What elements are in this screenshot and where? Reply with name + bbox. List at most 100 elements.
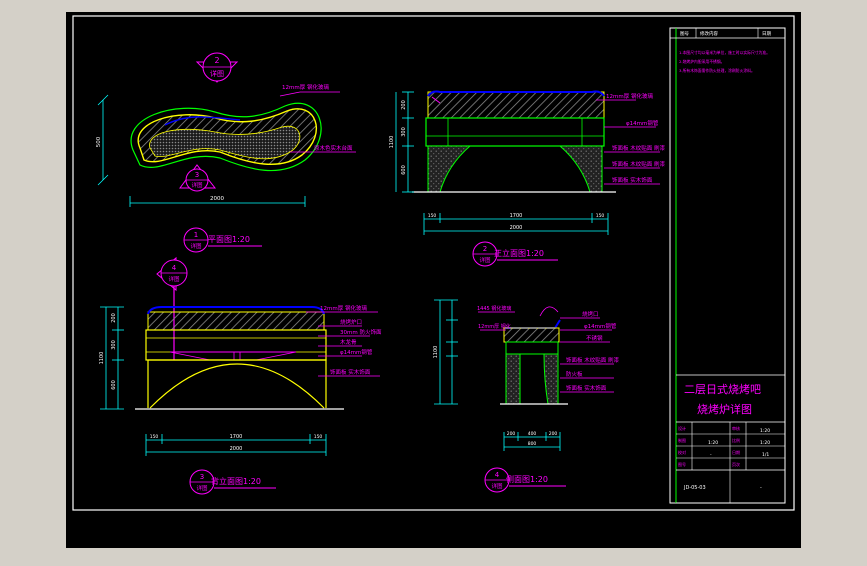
side-callout-1: 12mm厚 钢化: [478, 323, 511, 330]
tb-label-l2: 制图: [678, 437, 686, 443]
front-dim-inner: 1700: [510, 213, 523, 219]
back-glass-top: [147, 311, 325, 331]
side-note-top: 1445 钢化玻璃: [477, 305, 511, 312]
back-view-title: 3 详图 背立面图1:20: [189, 469, 276, 495]
front-view-title: 2 详图 正立面图1:20: [472, 241, 558, 267]
side-dim-a: 200: [507, 431, 516, 437]
tb-head-2: 修改内容: [700, 30, 718, 37]
side-dim-b: 400: [528, 431, 537, 437]
title-block[interactable]: 图号 修改内容 日期 1.本图尺寸均以毫米为单位，施工时以实际尺寸为准。 2.烧…: [670, 28, 785, 504]
front-cushion: [427, 90, 605, 97]
tb-label-r4: 页次: [732, 461, 740, 467]
back-callout-1: 12mm厚 钢化玻璃: [320, 304, 367, 312]
side-callout-3: φ14mm钢管: [584, 322, 617, 330]
back-arch: [147, 359, 327, 409]
plan-section-marker: 3 详图: [179, 164, 217, 192]
front-glass-top: [427, 91, 605, 119]
tb-head-1: 图号: [680, 31, 689, 37]
plan-section-sheet: 详图: [191, 181, 203, 189]
back-marker-num: 4: [172, 264, 177, 272]
front-dim-h2: 300: [401, 127, 407, 137]
side-callout-2: 烧烤口: [582, 310, 599, 318]
plan-dim-width: 2000: [210, 196, 224, 202]
plan-view-marker-top: 2 详图: [195, 52, 239, 83]
back-callout-6: 饰面板 实木饰面: [330, 368, 371, 376]
front-dim-h3: 600: [401, 165, 407, 175]
back-title-text: 背立面图1:20: [211, 476, 261, 486]
plan-dim-depth: 500: [96, 136, 102, 147]
side-view-title: 4 详图 侧面图1:20: [484, 467, 566, 493]
tb-label-l1: 设计: [678, 425, 686, 431]
front-dim-height: 1100: [389, 136, 395, 149]
back-dim-inner: 1700: [230, 434, 243, 440]
front-rail-band: [425, 117, 605, 147]
plan-title-sheet: 详图: [190, 242, 202, 250]
plan-section-num: 3: [195, 171, 199, 179]
plan-outer-outline: [130, 102, 322, 172]
back-dim-h1: 200: [111, 313, 117, 323]
front-callout-3: 饰面板 木纹贴面 刷漆: [612, 144, 665, 152]
side-view[interactable]: 1445 钢化玻璃 12mm厚 钢化 烧烤口 φ14mm钢管 不锈钢 饰面板 木…: [433, 299, 619, 493]
back-callout-5: φ14mm钢管: [340, 348, 373, 356]
tb-label-r3: 日期: [732, 449, 740, 455]
plan-callout-top: 原木色实木台面: [314, 144, 353, 152]
back-elevation-view[interactable]: 4 详图 12mm厚 钢化玻璃 烧烤炉口 30mm 防火饰面 木龙骨 φ14mm…: [99, 256, 382, 495]
front-dim-side-l: 150: [428, 213, 437, 219]
plan-grill-area: [149, 125, 301, 160]
tb-value-w2: 1:20: [760, 440, 770, 446]
front-elevation-view[interactable]: 12mm厚 钢化玻璃 φ14mm钢管 饰面板 木纹贴面 刷漆 饰面板 木纹贴面 …: [389, 90, 665, 267]
side-title-num: 4: [495, 471, 500, 479]
back-marker-sheet: 详图: [168, 275, 180, 283]
front-callout-4: 饰面板 实木饰面: [612, 176, 653, 184]
front-title-text: 正立面图1:20: [494, 248, 544, 258]
side-title-sheet: 详图: [491, 482, 503, 490]
plan-callout-glass: 12mm厚 钢化玻璃: [282, 83, 329, 91]
plan-view[interactable]: 2 详图 12mm厚 钢化玻璃 原木色实木台面 500 2000 3 详图: [96, 52, 356, 253]
back-callout-3: 30mm 防火饰面: [340, 328, 382, 336]
front-dim-side-r: 150: [596, 213, 605, 219]
front-callout-1: 12mm厚 钢化玻璃: [606, 92, 653, 100]
front-dim-h1: 200: [401, 100, 407, 110]
front-dim-total: 2000: [510, 225, 523, 231]
side-callout-5: 饰面板 木纹贴面 刷漆: [566, 356, 619, 364]
back-callout-4: 木龙骨: [340, 338, 357, 346]
side-dim-height: 1100: [433, 346, 439, 359]
tb-value-w1: 1:20: [760, 428, 770, 434]
side-title-text: 侧面图1:20: [506, 474, 548, 484]
side-rail: [503, 327, 560, 343]
tb-label-r2: 比例: [732, 437, 740, 443]
tb-label-l4: 图号: [678, 461, 686, 467]
back-dim-h2: 300: [111, 340, 117, 350]
side-leg-left: [505, 353, 521, 405]
plan-title-num: 1: [194, 231, 198, 239]
tb-label-l3: 校对: [678, 449, 686, 455]
back-callout-2: 烧烤炉口: [340, 318, 362, 326]
side-dim-a2: 200: [549, 431, 558, 437]
tb-project-name: 二层日式烧烤吧: [684, 382, 761, 396]
sheet-border: [72, 15, 795, 511]
tb-head-3: 日期: [762, 31, 771, 37]
plan-title-text: 平面图1:20: [208, 235, 250, 244]
side-callout-4: 不锈钢: [586, 334, 603, 342]
side-callout-6: 防火板: [566, 370, 583, 378]
front-callout-2: φ14mm钢管: [626, 119, 659, 127]
tb-label-r1: 审核: [732, 425, 740, 431]
back-title-num: 3: [200, 473, 204, 481]
tb-drawing-name: 烧烤炉详图: [697, 402, 752, 416]
front-title-sheet: 详图: [479, 256, 491, 264]
plan-marker-top-sheet: 详图: [210, 69, 224, 78]
side-callout-7: 饰面板 实木饰面: [566, 384, 607, 392]
tb-code: JD-05-03: [683, 485, 706, 491]
tb-code-r: -: [760, 485, 762, 491]
tb-value-w3: 1/1: [762, 452, 769, 458]
back-cushion: [147, 306, 325, 315]
back-dim-side-r: 150: [314, 434, 323, 440]
plan-marker-top-num: 2: [214, 56, 219, 65]
back-dim-side-l: 150: [150, 434, 159, 440]
side-body: [505, 341, 559, 355]
plan-view-title: 1 详图 平面图1:20: [183, 227, 262, 253]
tb-note-3: 3.所有木饰面需作防火处理，涂刷防火涂料。: [679, 68, 755, 73]
back-dim-h3: 600: [111, 380, 117, 390]
